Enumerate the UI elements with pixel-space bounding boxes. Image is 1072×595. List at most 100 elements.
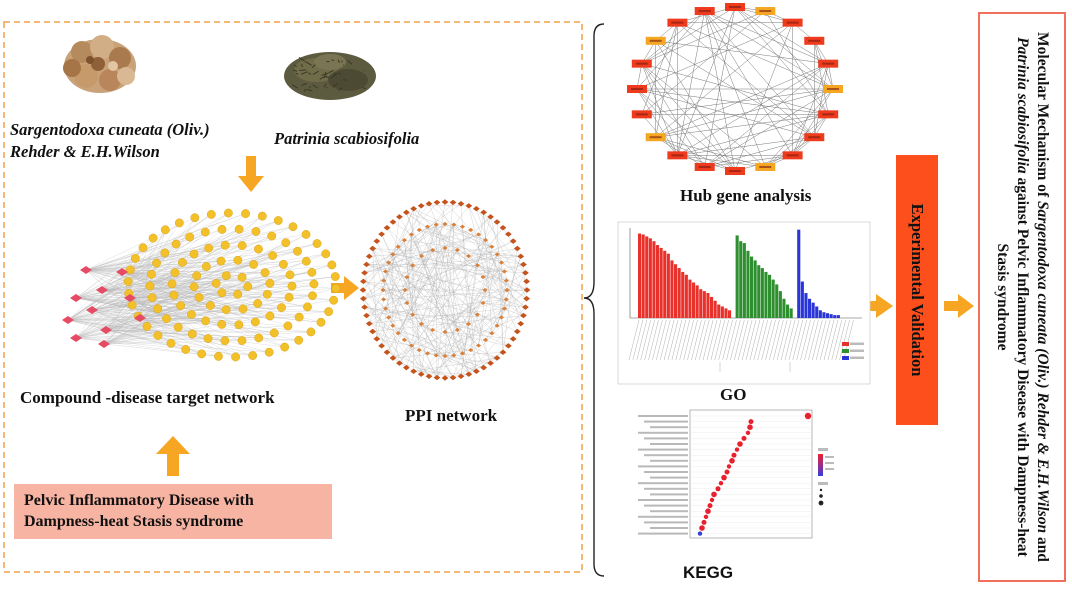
target-node [212, 279, 220, 287]
protein-node [494, 355, 501, 360]
protein-node [363, 262, 370, 267]
kegg-dot [704, 515, 708, 519]
herb1-name-line2: Rehder & E.H.Wilson [10, 142, 160, 162]
protein-node [489, 331, 494, 335]
kegg-dot [716, 486, 721, 491]
target-node [193, 272, 201, 280]
target-node [131, 254, 139, 262]
target-node [280, 343, 288, 351]
protein-node [450, 200, 457, 205]
target-node [201, 317, 209, 325]
target-node [217, 257, 225, 265]
go-bar-cc [779, 291, 782, 318]
target-node [197, 350, 205, 358]
kegg-pathway-label-mark [638, 533, 688, 535]
target-node [331, 272, 339, 280]
target-node [324, 307, 332, 315]
protein-node [378, 231, 385, 236]
protein-node [434, 375, 441, 380]
protein-node [450, 375, 457, 380]
compound-node [70, 294, 82, 302]
go-bar-mf [797, 230, 800, 318]
kegg-caption: KEGG [683, 563, 733, 583]
target-node [239, 305, 247, 313]
go-bar-bp [670, 260, 673, 318]
target-node [268, 232, 276, 240]
kegg-dot [732, 453, 737, 458]
target-node [244, 282, 252, 290]
target-node [171, 268, 179, 276]
go-legend [842, 342, 864, 360]
ppi-network-caption: PPI network [405, 406, 497, 426]
ppi-network [360, 199, 531, 380]
target-node [143, 322, 151, 330]
go-bar-bp [703, 291, 706, 318]
kegg-dot [699, 525, 705, 531]
protein-node [476, 343, 481, 347]
herb1-name-line1: Sargentodoxa cuneata (Oliv.) [10, 120, 210, 140]
target-node [186, 233, 194, 241]
go-bar-mf [837, 315, 840, 318]
target-node [254, 245, 262, 253]
target-node [124, 277, 132, 285]
go-bar-bp [728, 310, 731, 318]
protein-node [465, 203, 472, 208]
protein-node [369, 246, 376, 251]
target-node [204, 244, 212, 252]
protein-node [410, 369, 417, 374]
target-node [221, 337, 229, 345]
kegg-dot [702, 520, 707, 525]
herb2-name: Patrinia scabiosifolia [274, 129, 419, 149]
go-bar-mf [822, 312, 825, 318]
kegg-dot [735, 447, 739, 451]
target-node [147, 270, 155, 278]
target-node [202, 262, 210, 270]
target-node [233, 290, 241, 298]
go-bar-cc [764, 272, 767, 318]
protein-node [466, 254, 471, 258]
protein-node [390, 355, 397, 360]
protein-node [468, 228, 473, 232]
target-node [282, 239, 290, 247]
kegg-dot [705, 508, 711, 514]
go-bar-mf [815, 306, 818, 318]
protein-node [390, 324, 395, 328]
go-bar-cc [757, 265, 760, 318]
target-node [182, 345, 190, 353]
target-node [231, 353, 239, 361]
target-node [238, 336, 246, 344]
go-bar-bp [714, 301, 717, 318]
target-node [148, 293, 156, 301]
protein-node [510, 238, 517, 243]
protein-node [373, 336, 380, 341]
target-node [308, 268, 316, 276]
protein-node [418, 371, 425, 376]
go-bar-mf [833, 315, 836, 318]
protein-node [499, 261, 504, 265]
conclusion-text: Molecular Mechanism of Sargentodoxa cune… [992, 17, 1052, 577]
go-bar-cc [743, 243, 746, 318]
go-bar-cc [750, 257, 753, 318]
disease-line1: Pelvic Inflammatory Disease with [24, 490, 332, 511]
kegg-pathway-label-mark [644, 488, 688, 490]
hub-gene-node-label-mark [787, 22, 799, 24]
target-node [154, 331, 162, 339]
target-node [289, 222, 297, 230]
go-bar-bp [645, 236, 648, 318]
sargentodoxa-herb-icon [63, 35, 136, 93]
kegg-pathway-label-mark [638, 465, 688, 467]
target-node [294, 336, 302, 344]
target-node [251, 318, 259, 326]
protein-node [434, 200, 441, 205]
hub-edges [637, 7, 833, 171]
hub-gene-node-label-mark [650, 136, 662, 138]
target-node [168, 280, 176, 288]
protein-node [487, 360, 494, 365]
target-node [172, 240, 180, 248]
target-node [170, 291, 178, 299]
compound-node [80, 266, 92, 274]
hub-gene-node-label-mark [729, 170, 741, 172]
target-node [238, 273, 246, 281]
target-node [206, 301, 214, 309]
protein-node [522, 270, 529, 275]
